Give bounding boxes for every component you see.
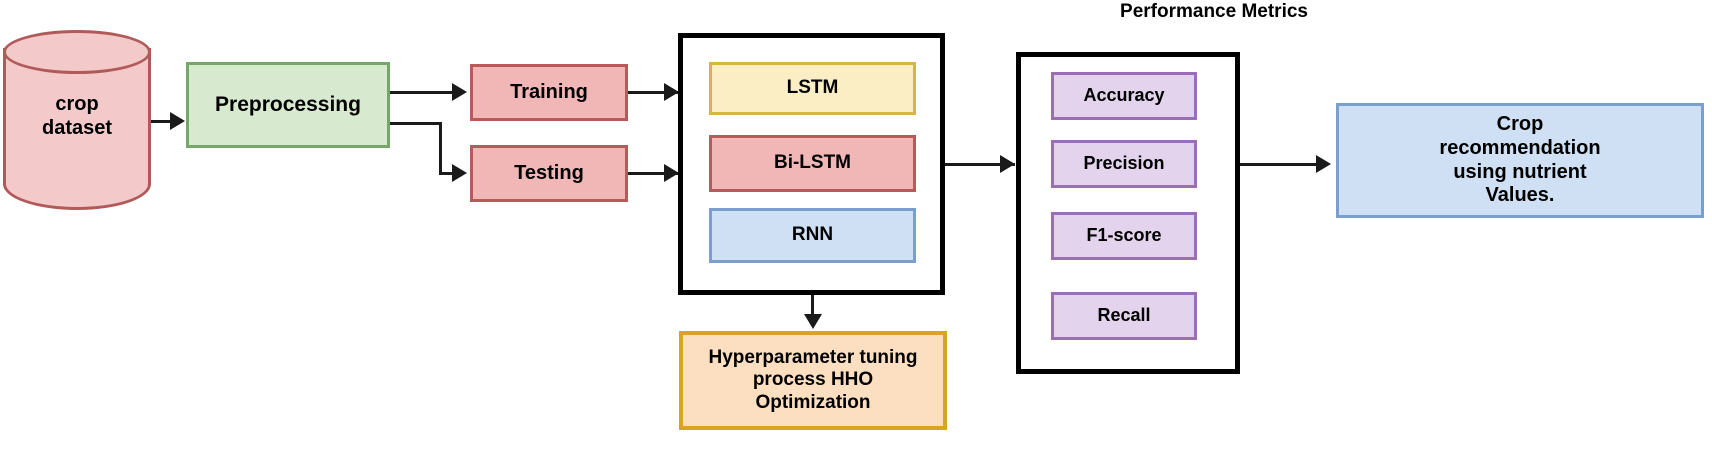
model-rnn: RNN [709, 208, 916, 263]
metric-f1-score: F1-score [1051, 212, 1197, 260]
connector-metrics-output [1240, 163, 1322, 166]
connector-preprocessing-testing-h1 [390, 122, 442, 125]
crop-dataset-label-line1: crop [55, 93, 99, 115]
connector-training-models [628, 91, 678, 94]
crop-dataset-cylinder: crop dataset [3, 30, 151, 210]
preprocessing-node: Preprocessing [186, 62, 390, 148]
arrowhead-dataset-preprocessing [170, 112, 185, 130]
arrowhead-metrics-output [1316, 155, 1331, 173]
hyperparameter-tuning-node: Hyperparameter tuning process HHO Optimi… [679, 331, 947, 430]
metric-precision: Precision [1051, 140, 1197, 188]
performance-metrics-title: Performance Metrics [1120, 1, 1308, 22]
arrowhead-models-metrics [1000, 155, 1015, 173]
crop-dataset-label-line2: dataset [41, 117, 113, 140]
metric-accuracy: Accuracy [1051, 72, 1197, 120]
connector-models-tuning [811, 295, 814, 317]
connector-preprocessing-testing-v [439, 122, 442, 173]
connector-preprocessing-testing-h2 [439, 172, 463, 175]
tuning-line2: process HHO [752, 369, 874, 391]
output-line1: Crop [1496, 113, 1544, 136]
training-node: Training [470, 64, 628, 121]
model-lstm: LSTM [709, 62, 916, 115]
connector-dataset-preprocessing [151, 120, 177, 123]
crop-dataset-label: crop dataset [3, 92, 151, 141]
arrowhead-preprocessing-testing [452, 164, 467, 182]
model-bi-lstm: Bi-LSTM [709, 135, 916, 192]
metric-recall: Recall [1051, 292, 1197, 340]
arrowhead-training-models [664, 83, 679, 101]
connector-preprocessing-training [390, 91, 462, 94]
connector-testing-models [628, 172, 678, 175]
output-line4: Values. [1485, 184, 1555, 207]
arrowhead-models-tuning [804, 314, 822, 329]
cylinder-top-ellipse [3, 30, 151, 74]
arrowhead-preprocessing-training [452, 83, 467, 101]
arrowhead-testing-models [664, 164, 679, 182]
tuning-line1: Hyperparameter tuning [708, 346, 918, 368]
connector-models-metrics [945, 163, 1015, 166]
crop-recommendation-node: Crop recommendation using nutrient Value… [1336, 103, 1704, 218]
tuning-line3: Optimization [755, 391, 871, 413]
testing-node: Testing [470, 145, 628, 202]
output-line2: recommendation [1439, 136, 1601, 159]
output-line3: using nutrient [1453, 160, 1587, 183]
